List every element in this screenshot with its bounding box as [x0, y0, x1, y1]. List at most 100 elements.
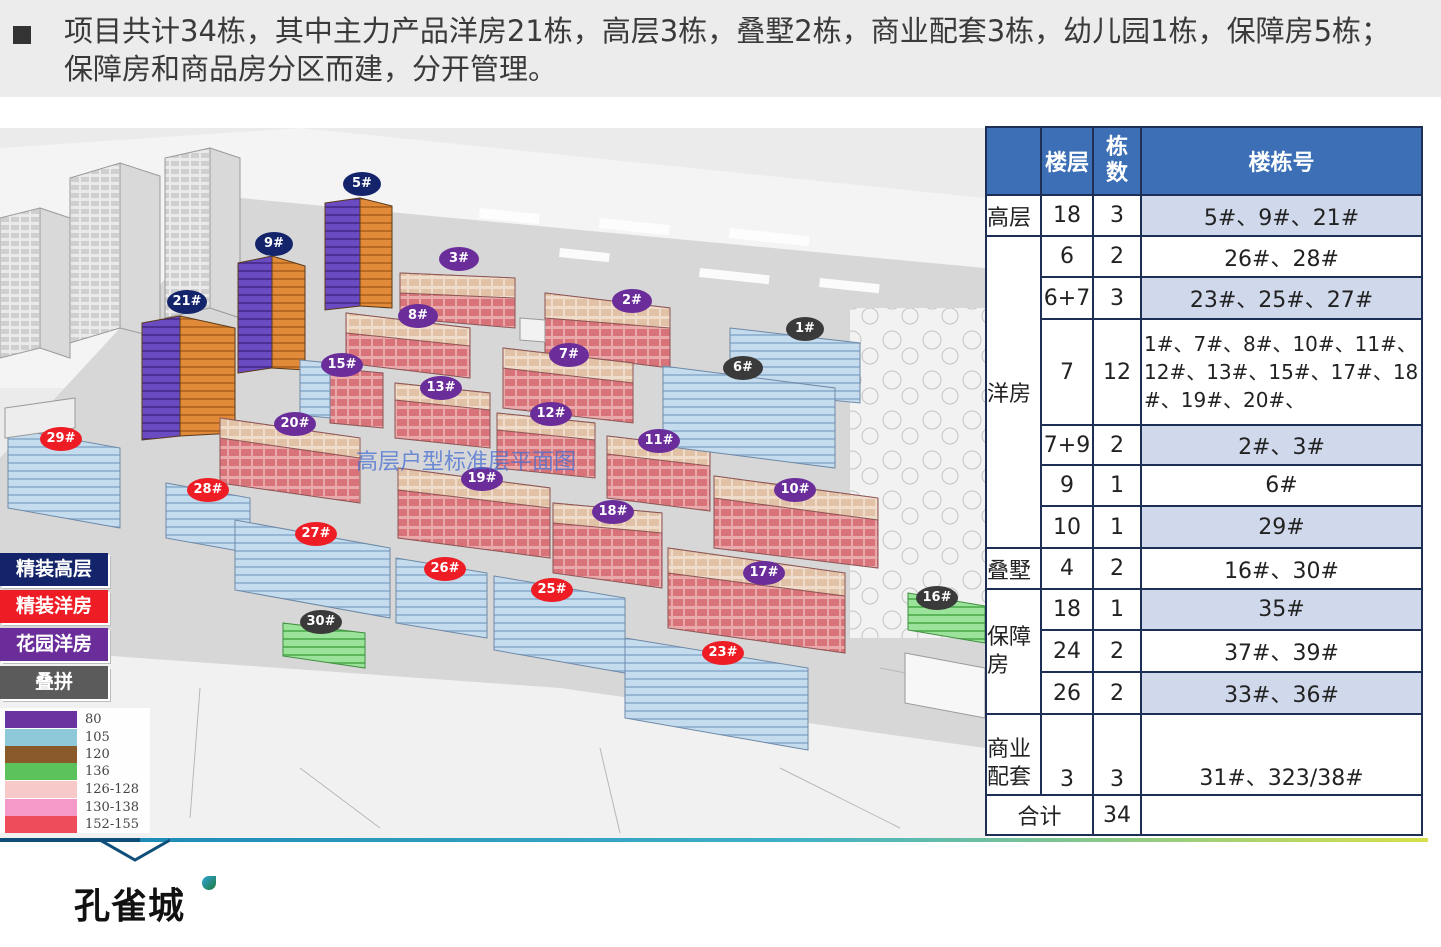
building-label-3: 3# — [439, 247, 479, 271]
row-category: 保障房 — [987, 624, 1032, 678]
header-ids: 楼栋号 — [1140, 126, 1423, 196]
building-label-6: 6# — [723, 356, 763, 380]
legend-garden-villa: 花园洋房 — [0, 628, 108, 661]
row-floors: 10 — [1040, 505, 1094, 549]
building-label-19: 19# — [461, 467, 503, 491]
total-label: 合计 — [985, 794, 1094, 836]
row-ids: 31#、323/38# — [1140, 713, 1423, 796]
brand-logo-text: 孔雀城 — [74, 886, 186, 927]
legend-fine-villa: 精装洋房 — [0, 590, 108, 623]
building-label-11: 11# — [638, 429, 680, 453]
row-count: 1 — [1092, 464, 1142, 507]
table-row: 叠墅 4 2 16#、30# — [985, 547, 1423, 590]
legend-stacked: 叠拼 — [0, 666, 108, 699]
table-total-row: 合计 34 — [985, 794, 1423, 836]
row-ids: 1#、7#、8#、10#、11#、12#、13#、15#、17#、18#、19#… — [1144, 332, 1419, 412]
building-label-26: 26# — [424, 557, 466, 581]
row-floors: 4 — [1040, 547, 1094, 590]
building-label-29: 29# — [40, 427, 82, 451]
row-count: 2 — [1092, 671, 1142, 715]
row-count: 2 — [1092, 547, 1142, 590]
row-category: 商业配套 — [987, 737, 1032, 790]
building-label-17: 17# — [743, 561, 785, 585]
header-bar: 项目共计34栋，其中主力产品洋房21栋，高层3栋，叠墅2栋，商业配套3栋，幼儿园… — [0, 0, 1441, 97]
building-label-28: 28# — [187, 478, 229, 502]
row-floors: 26 — [1040, 671, 1094, 715]
row-floors: 6+7 — [1040, 276, 1094, 320]
row-category-cell: 商业配套 — [985, 713, 1042, 796]
table-row: 24 2 37#、39# — [986, 629, 1423, 673]
building-label-7: 7# — [549, 343, 589, 367]
table-row: 洋房 6 2 26#、28# — [985, 235, 1423, 549]
header-count: 栋数 — [1092, 126, 1142, 196]
table-row: 10 1 29# — [986, 505, 1423, 549]
row-floors: 18 — [1040, 194, 1094, 237]
table-row: 6+7 3 23#、25#、27# — [986, 276, 1423, 320]
row-ids: 33#、36# — [1140, 671, 1423, 715]
building-label-13: 13# — [420, 376, 462, 400]
table-row: 商业配套 3 3 31#、323/38# — [985, 713, 1423, 796]
building-label-23: 23# — [702, 641, 744, 665]
header-category — [985, 126, 1042, 196]
row-floors: 7+9 — [1040, 424, 1094, 466]
table-row: 7+9 2 2#、3# — [986, 424, 1423, 466]
row-floors: 6 — [1040, 235, 1094, 278]
building-label-2: 2# — [612, 289, 652, 313]
row-count: 1 — [1092, 588, 1142, 631]
row-ids: 37#、39# — [1140, 629, 1423, 673]
row-ids: 29# — [1140, 505, 1423, 549]
row-floors: 18 — [1040, 588, 1094, 631]
building-label-25: 25# — [531, 578, 573, 602]
building-label-16: 16# — [916, 586, 958, 610]
building-label-27: 27# — [295, 522, 337, 546]
row-category-cell: 保障房 — [985, 588, 1042, 715]
bullet-icon — [13, 26, 31, 44]
row-count: 12 — [1092, 318, 1142, 426]
row-count: 3 — [1092, 713, 1142, 796]
building-label-30: 30# — [300, 610, 342, 634]
table-header-row: 楼层 栋数 楼栋号 — [985, 126, 1423, 196]
table-row: 7 12 1#、7#、8#、10#、11#、12#、13#、15#、17#、18… — [986, 318, 1423, 426]
row-count: 2 — [1092, 235, 1142, 278]
building-label-5: 5# — [343, 172, 381, 196]
table-row: 26 2 33#、36# — [986, 671, 1423, 715]
row-ids: 16#、30# — [1140, 547, 1423, 590]
row-category: 洋房 — [985, 235, 1042, 549]
header-text: 项目共计34栋，其中主力产品洋房21栋，高层3栋，叠墅2栋，商业配套3栋，幼儿园… — [64, 14, 1391, 86]
row-ids: 5#、9#、21# — [1140, 194, 1423, 237]
row-ids: 2#、3# — [1140, 424, 1423, 466]
row-count: 1 — [1092, 505, 1142, 549]
row-floors: 3 — [1040, 713, 1094, 796]
site-scene: 5# 9# 21# 3# 2# 8# 7# 15# 13# 12# 20# 11… — [0, 128, 985, 838]
row-ids-cell: 1#、7#、8#、10#、11#、12#、13#、15#、17#、18#、19#… — [1140, 318, 1423, 426]
row-ids: 26#、28# — [1140, 235, 1423, 278]
row-floors: 7 — [1040, 318, 1094, 426]
row-category: 叠墅 — [985, 547, 1042, 590]
header-floors: 楼层 — [1040, 126, 1094, 196]
building-label-8: 8# — [398, 304, 438, 328]
row-category: 高层 — [985, 194, 1042, 237]
row-count: 3 — [1092, 194, 1142, 237]
building-label-21: 21# — [167, 290, 207, 314]
table-row: 9 1 6# — [986, 464, 1423, 507]
building-label-1: 1# — [786, 317, 824, 341]
footer-gradient-bar — [140, 838, 1428, 842]
brand-logo-icon — [202, 876, 216, 890]
row-floors: 24 — [1040, 629, 1094, 673]
row-ids: 23#、25#、27# — [1140, 276, 1423, 320]
row-count: 2 — [1092, 424, 1142, 466]
row-count: 3 — [1092, 276, 1142, 320]
table-row: 高层 18 3 5#、9#、21# — [985, 194, 1423, 237]
legend-fine-highrise: 精装高层 — [0, 553, 108, 586]
row-floors: 9 — [1040, 464, 1094, 507]
scene-title: 高层户型标准层平面图 — [356, 450, 577, 475]
building-label-9: 9# — [255, 232, 293, 256]
building-label-18: 18# — [592, 500, 634, 524]
row-ids: 6# — [1140, 464, 1423, 507]
building-label-10: 10# — [774, 478, 816, 502]
table-row: 保障房 18 1 35# — [985, 588, 1423, 715]
building-label-20: 20# — [274, 412, 316, 436]
row-count: 2 — [1092, 629, 1142, 673]
building-label-12: 12# — [530, 402, 572, 426]
total-ids — [1140, 794, 1423, 836]
